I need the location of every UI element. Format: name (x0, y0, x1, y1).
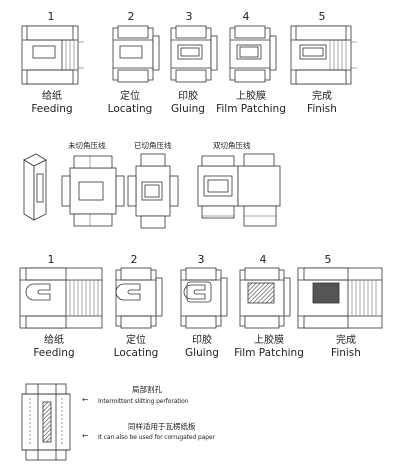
step-label: 上胶膜 Film Patching (216, 91, 286, 115)
step-number: 3 (197, 253, 205, 266)
step-number: 1 (47, 253, 55, 266)
unfolded-blank-cut (127, 153, 179, 229)
film-patching-sheet (229, 25, 277, 83)
unfolded-blank-double-cut (197, 153, 281, 227)
step-number: 1 (47, 10, 55, 23)
step-label: 完成 Finish (296, 91, 348, 115)
step-label-zh: 印胶 (192, 335, 212, 346)
step-number: 5 (318, 10, 326, 23)
step-number: 2 (130, 253, 138, 266)
step-number: 4 (242, 10, 250, 23)
step-number: 5 (324, 253, 332, 266)
step-label-en: Locating (113, 347, 159, 359)
step-label-zh: 定位 (126, 335, 146, 346)
arrow-left-icon: ← (82, 395, 89, 404)
step-number: 2 (127, 10, 135, 23)
locating-sheet (115, 267, 163, 329)
film-patching-sheet (239, 267, 291, 329)
gluing-sheet (180, 267, 228, 329)
step-label: 给纸 Feeding (28, 335, 80, 359)
step-label-zh: 完成 (312, 91, 332, 102)
step-label-en: Finish (307, 103, 337, 115)
step-number: 4 (259, 253, 267, 266)
corner-label-cut: 已切角压线 (134, 141, 172, 150)
step-label-en: Film Patching (234, 347, 304, 359)
step-label: 定位 Locating (104, 91, 156, 115)
perforation-label-en: Intermittent slitting perforation (98, 398, 189, 405)
step-label-en: Feeding (33, 347, 75, 359)
step-label-zh: 完成 (336, 335, 356, 346)
corner-label-uncut: 未切角压线 (68, 141, 106, 150)
step-label-zh: 上胶膜 (254, 335, 284, 346)
step-label-en: Locating (107, 103, 153, 115)
step-label: 给纸 Feeding (26, 91, 78, 115)
finish-stack (290, 25, 357, 85)
step-label-zh: 印胶 (178, 91, 198, 102)
step-label-en: Finish (331, 347, 361, 359)
step-label-zh: 给纸 (44, 335, 64, 346)
step-label-zh: 给纸 (42, 91, 62, 102)
feeding-sheet-stack (21, 25, 84, 85)
step-number: 3 (185, 10, 193, 23)
step-label: 印胶 Gluing (162, 91, 214, 115)
step-label: 定位 Locating (110, 335, 162, 359)
step-label: 上胶膜 Film Patching (233, 335, 305, 359)
feeding-sheet-stack (19, 267, 103, 329)
gluing-sheet (170, 25, 218, 83)
step-label-zh: 上胶膜 (236, 91, 266, 102)
locating-sheet (112, 25, 160, 83)
step-label-zh: 定位 (120, 91, 140, 102)
corrugated-label-zh: 同样适用于瓦楞纸板 (128, 422, 196, 431)
perforation-label-zh: 局部割孔 (132, 385, 162, 394)
corner-label-double-cut: 双切角压线 (213, 141, 251, 150)
step-label: 完成 Finish (320, 335, 372, 359)
unfolded-blank-uncut (61, 155, 125, 227)
step-label-en: Film Patching (216, 103, 286, 115)
corrugated-label-en: It can also be used for corrugated paper (98, 434, 215, 441)
step-label: 印胶 Gluing (176, 335, 228, 359)
step-label-en: Gluing (185, 347, 219, 359)
step-label-en: Feeding (31, 103, 73, 115)
standing-box-3d (23, 153, 47, 221)
arrow-left-icon: ← (82, 431, 89, 440)
finish-stack (297, 267, 383, 329)
step-label-en: Gluing (171, 103, 205, 115)
